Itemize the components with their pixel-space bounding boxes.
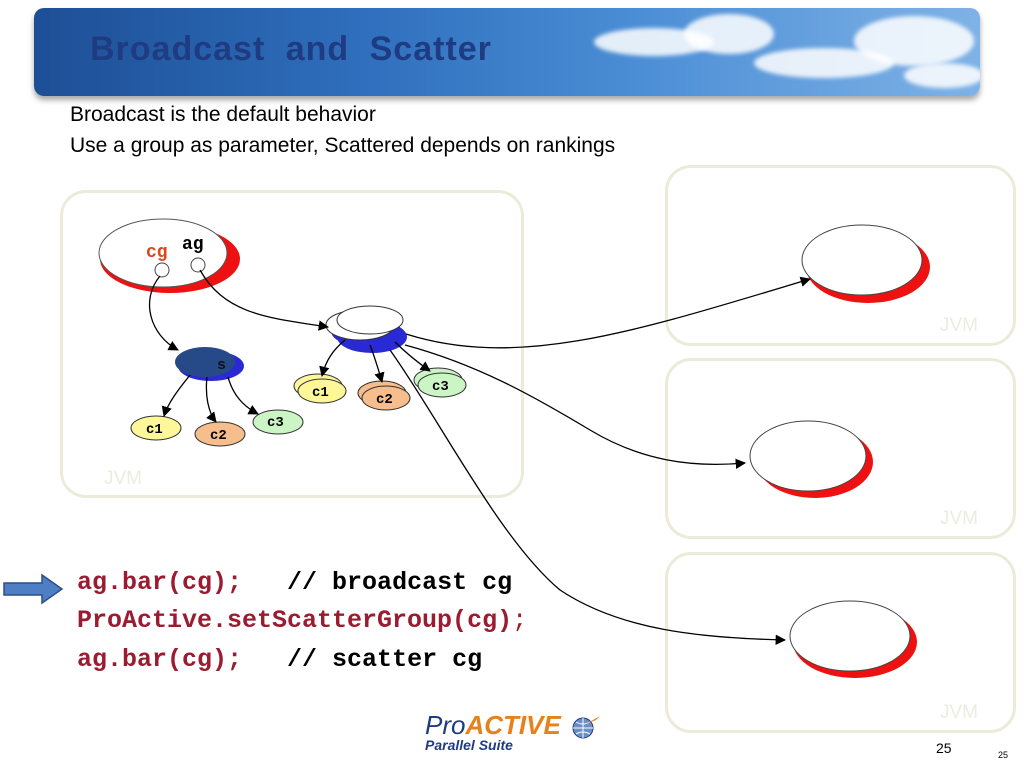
remote-object-middle xyxy=(749,420,873,498)
remote-object-middle-body xyxy=(749,420,867,492)
group-node-s-body xyxy=(175,347,235,377)
ag-label: ag xyxy=(182,235,204,255)
page-number-small: 25 xyxy=(998,750,1009,760)
left-member-c3-shape xyxy=(252,409,304,435)
arrow-group-to-middle-c1 xyxy=(319,339,346,378)
logo-subtitle: Parallel Suite xyxy=(425,737,513,753)
left-c2-label: c2 xyxy=(210,428,227,444)
code-line-2-call: ProActive.setScatterGroup(cg) xyxy=(77,606,513,635)
proactive-logo: ProACTIVE Parallel Suite xyxy=(425,710,602,753)
slide-title: Broadcast and Scatter xyxy=(90,30,492,68)
jvm-label-right-bottom: JVM xyxy=(940,702,978,723)
arrow-to-remote-top xyxy=(405,276,811,349)
arrow-ag-to-group xyxy=(199,269,330,331)
code-line-set-scatter: ProActive.setScatterGroup(cg); xyxy=(77,606,527,635)
intro-line-scatter: Use a group as parameter, Scattered depe… xyxy=(70,134,616,157)
arrow-s-to-c2 xyxy=(205,376,217,423)
remote-object-bottom xyxy=(789,600,917,678)
logo-wordmark: ProACTIVE xyxy=(425,710,602,741)
jvm-label-right-top: JVM xyxy=(940,315,978,336)
logo-pro: Pro xyxy=(425,710,466,740)
middle-member-c3-front xyxy=(417,372,467,398)
logo-active: ACTIVE xyxy=(465,710,561,740)
active-object-ag: cg ag xyxy=(98,218,240,293)
middle-member-c1: c1 xyxy=(293,373,347,404)
remote-object-bottom-body xyxy=(789,600,911,672)
globe-icon xyxy=(572,716,601,739)
cg-reference-port xyxy=(154,262,170,278)
arrow-to-remote-middle xyxy=(404,344,747,470)
left-c3-label: c3 xyxy=(267,415,284,431)
page-number: 25 xyxy=(936,740,952,756)
group-proxy-front xyxy=(336,305,404,335)
code-line-2-semicolon: ; xyxy=(512,606,528,635)
jvm-label-right-middle: JVM xyxy=(940,508,978,529)
ag-reference-port xyxy=(190,257,206,273)
current-line-arrow-icon xyxy=(3,573,64,605)
title-banner xyxy=(34,8,980,96)
group-node-s: s xyxy=(175,347,244,381)
code-line-3-comment: // scatter cg xyxy=(287,645,483,674)
intro-line-broadcast: Broadcast is the default behavior xyxy=(70,103,376,126)
middle-member-c2-front xyxy=(361,385,411,411)
arrow-s-to-c3 xyxy=(227,376,259,415)
arrow-s-to-c1 xyxy=(161,374,191,417)
middle-member-c1-front xyxy=(297,378,347,404)
left-member-c3: c3 xyxy=(252,409,304,435)
left-member-c1-shape xyxy=(130,415,182,441)
left-member-c2-shape xyxy=(194,421,246,447)
arrow-group-to-middle-c3 xyxy=(394,341,431,372)
code-line-scatter: ag.bar(cg); // scatter cg xyxy=(77,645,482,674)
jvm-label-left: JVM xyxy=(104,468,142,489)
arrow-cg-to-s xyxy=(148,275,179,351)
arrow-group-to-middle-c2 xyxy=(369,344,385,383)
connector-arrows xyxy=(148,269,811,645)
cg-label: cg xyxy=(146,243,168,263)
group-proxy-cg xyxy=(325,305,407,353)
code-line-1-comment: // broadcast cg xyxy=(287,568,513,597)
left-c1-label: c1 xyxy=(146,422,163,438)
middle-member-c3: c3 xyxy=(413,367,467,398)
middle-c2-label: c2 xyxy=(376,392,393,408)
s-label: s xyxy=(217,357,226,374)
left-member-c2: c2 xyxy=(194,421,246,447)
code-line-3-call: ag.bar(cg); xyxy=(77,645,243,674)
middle-member-c2: c2 xyxy=(357,380,411,411)
middle-c1-label: c1 xyxy=(312,385,329,401)
remote-object-top xyxy=(801,224,930,303)
left-member-c1: c1 xyxy=(130,415,182,441)
code-line-broadcast: ag.bar(cg); // broadcast cg xyxy=(77,568,512,597)
remote-object-top-body xyxy=(801,224,923,296)
code-line-1-call: ag.bar(cg); xyxy=(77,568,243,597)
middle-c3-label: c3 xyxy=(432,379,449,395)
arrow-to-remote-bottom xyxy=(389,349,787,645)
